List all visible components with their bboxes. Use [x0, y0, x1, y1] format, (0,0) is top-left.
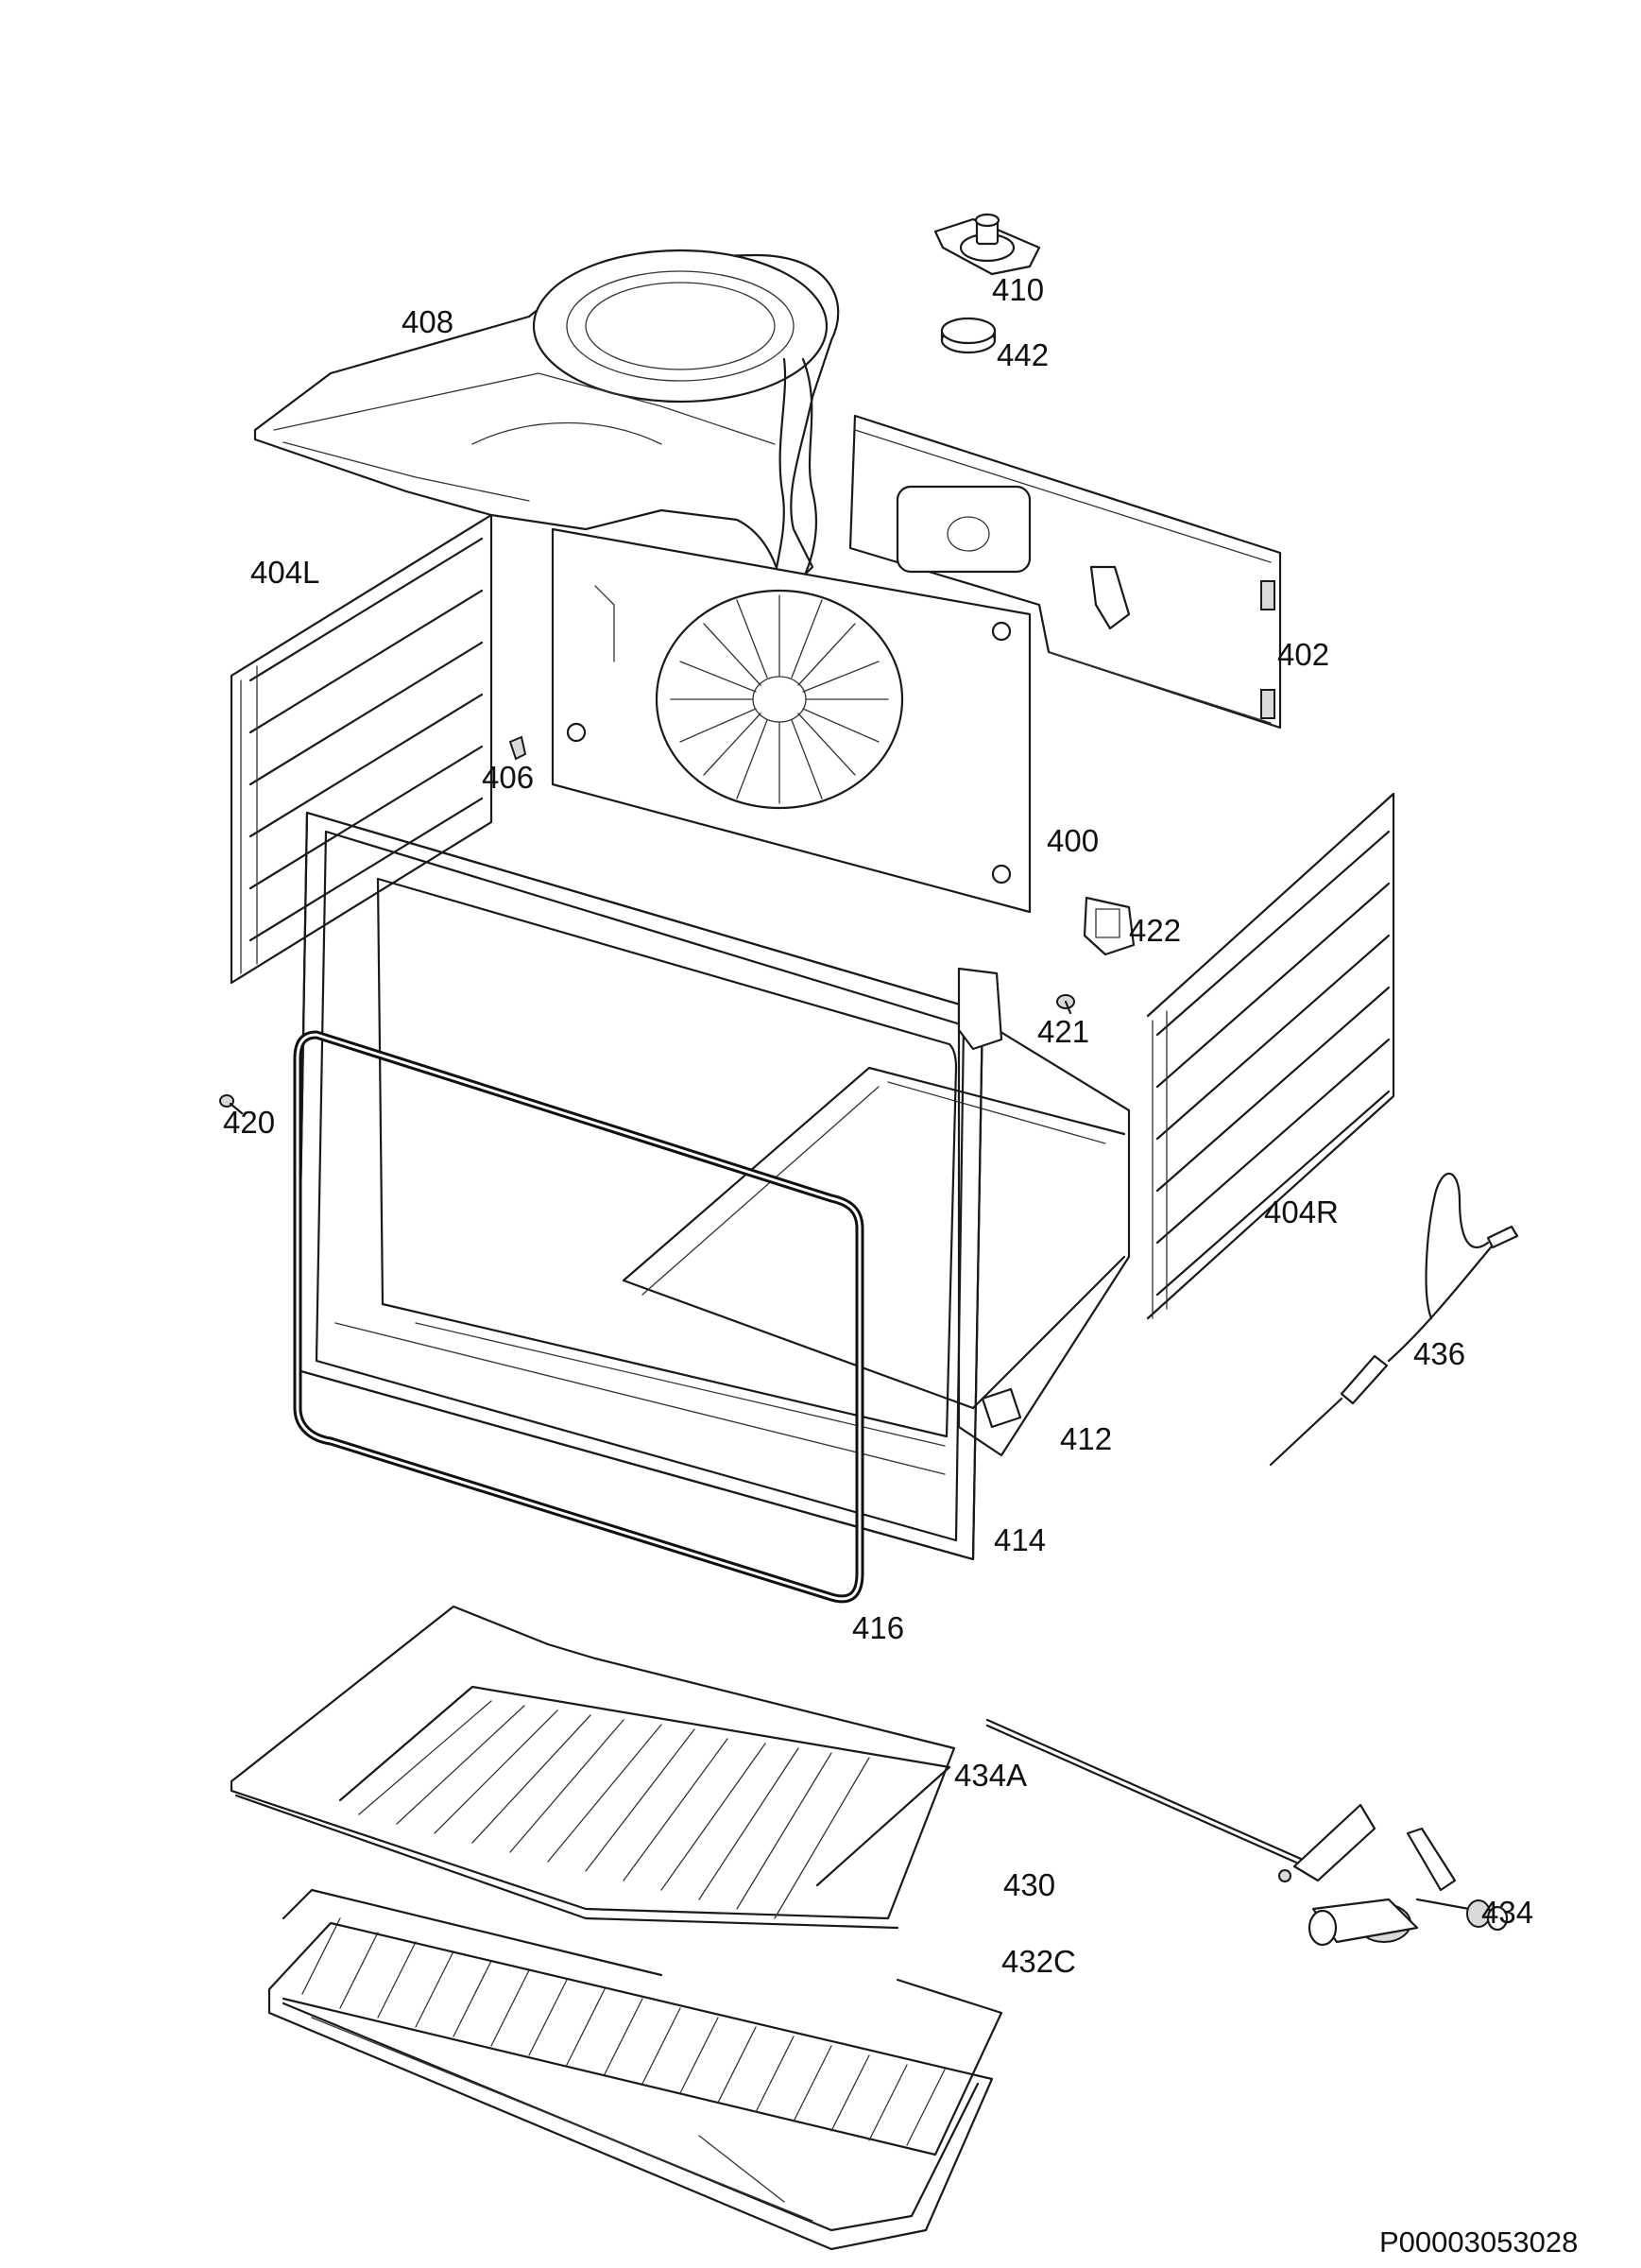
label-434A: 434A: [954, 1758, 1027, 1793]
rear-rail-drawing: [848, 414, 1282, 730]
label-412: 412: [1060, 1421, 1112, 1456]
label-400: 400: [1047, 823, 1099, 858]
back-panel-drawing: [551, 527, 1032, 914]
shelf-support-left-drawing: [230, 513, 493, 985]
door-gasket-drawing: [293, 1030, 864, 1604]
fan-cover-drawing: [253, 249, 840, 607]
label-402: 402: [1277, 637, 1329, 672]
label-416: 416: [852, 1610, 904, 1645]
label-404R: 404R: [1264, 1194, 1339, 1229]
label-430: 430: [1003, 1867, 1055, 1902]
label-436: 436: [1413, 1336, 1465, 1371]
lamp-holder-drawing: [933, 213, 1041, 276]
label-406: 406: [482, 760, 534, 795]
lamp-glass-drawing: [940, 317, 997, 354]
rotisserie-drawing: [985, 1718, 1509, 1947]
grid-430-drawing: [282, 1685, 1003, 2156]
wire-shelf-drawing: [230, 1605, 956, 1930]
oven-front-frame-drawing: [296, 811, 1003, 1561]
label-421: 421: [1037, 1014, 1089, 1049]
screw-421-drawing: [1056, 994, 1075, 1015]
label-410: 410: [992, 272, 1044, 307]
shelf-support-right-drawing: [1146, 792, 1395, 1320]
screw-420-drawing: [219, 1094, 244, 1115]
label-414: 414: [994, 1522, 1046, 1557]
part-labels: 408 410 442 402 404L 406 400 422 421 420…: [223, 272, 1533, 1979]
label-420: 420: [223, 1105, 275, 1140]
label-434: 434: [1481, 1895, 1533, 1930]
bottom-frame-drawing: [622, 1005, 1131, 1457]
clip-406-drawing: [508, 735, 527, 761]
meat-probe-drawing: [1269, 1172, 1519, 1467]
label-422: 422: [1129, 913, 1181, 948]
label-432C: 432C: [1001, 1944, 1076, 1979]
label-408: 408: [402, 304, 453, 339]
connector-422-drawing: [1083, 896, 1136, 956]
document-id: P00003053028: [1379, 2225, 1578, 2259]
baking-tray-drawing: [267, 1921, 994, 2251]
label-442: 442: [997, 337, 1049, 372]
label-404L: 404L: [250, 555, 319, 590]
